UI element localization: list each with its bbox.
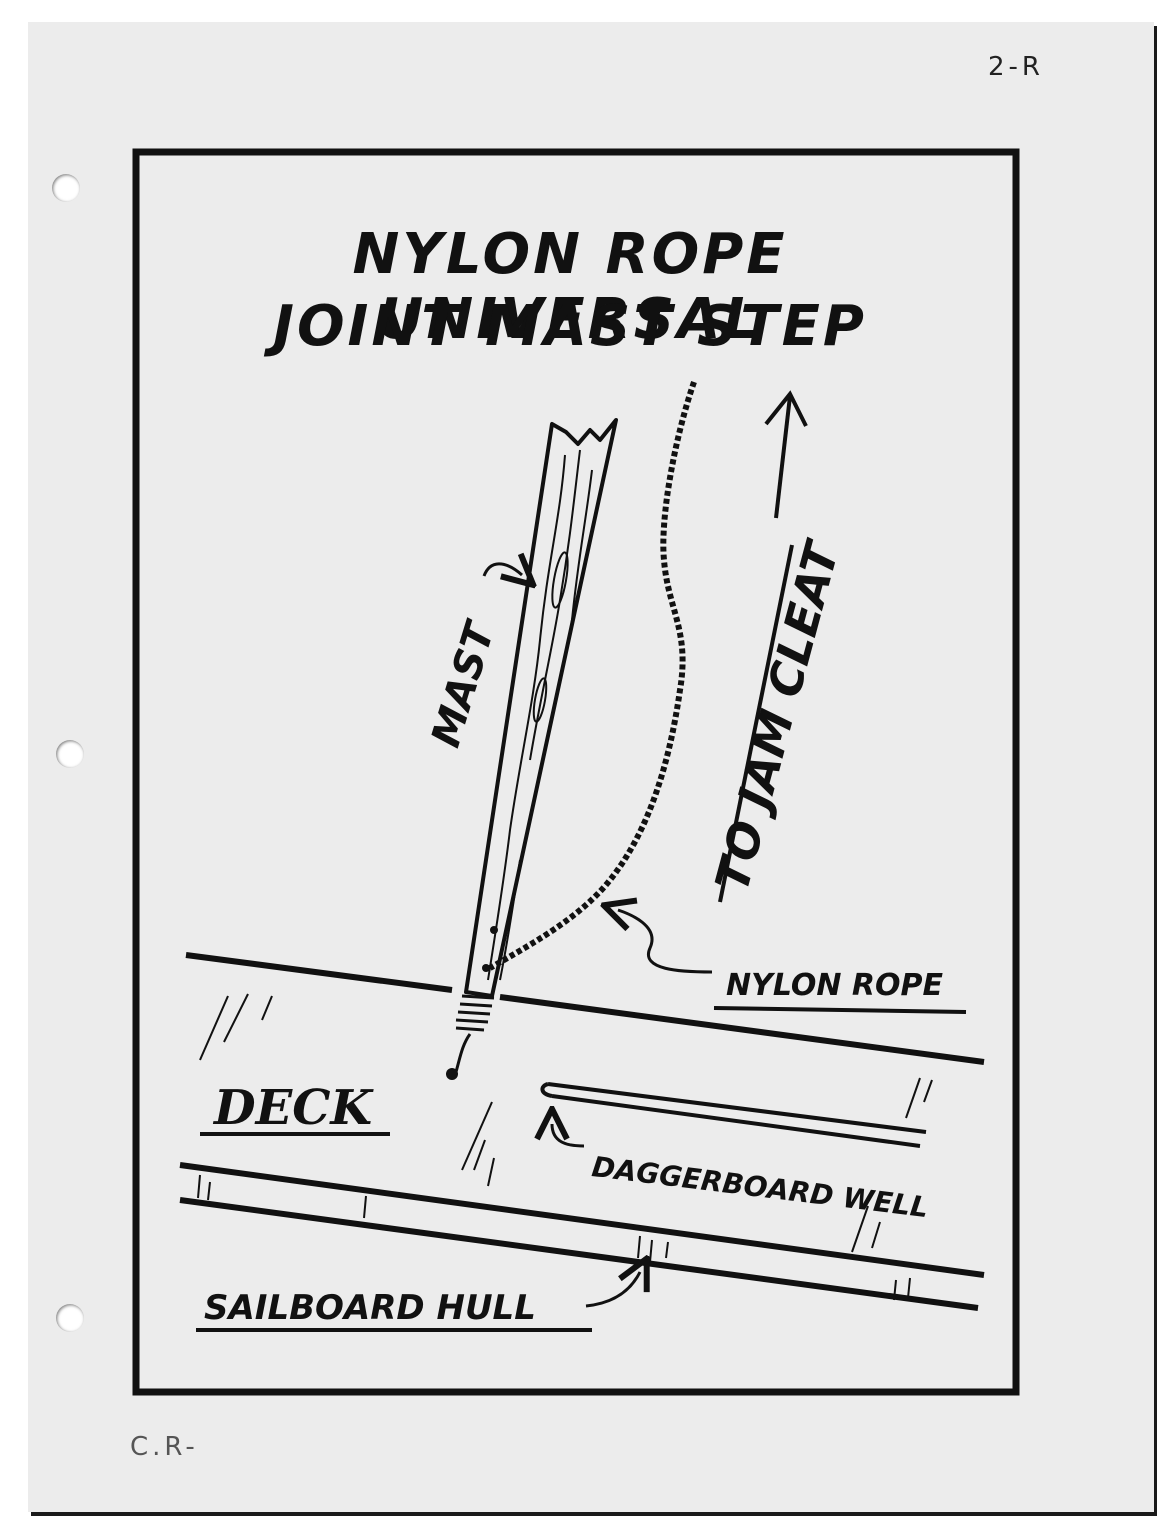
punch-hole-top — [52, 174, 80, 202]
hull-lines — [179, 1162, 985, 1311]
nylon-rope-label: NYLON ROPE — [726, 968, 944, 1003]
figure-title-line-1: NYLON ROPE UNIVERSAL — [352, 222, 788, 352]
sailboard-hull-label: SAILBOARD HULL — [204, 1288, 536, 1328]
daggerboard-leader — [552, 1124, 585, 1148]
punch-hole-middle — [56, 740, 84, 768]
figure-title-line-2: JOINT MAST STEP — [273, 294, 867, 359]
daggerboard-well — [540, 1082, 927, 1148]
nylon-rope-underline — [713, 1006, 967, 1014]
up-arrow — [764, 390, 808, 519]
deck-line — [185, 952, 985, 1065]
diagram-frame — [132, 148, 1020, 1396]
hatch-marks — [197, 993, 933, 1301]
to-jam-cleat-underline — [718, 544, 794, 903]
hull-leader — [585, 1272, 640, 1308]
punch-hole-bottom — [56, 1304, 84, 1332]
deck-label: DECK — [214, 1080, 373, 1136]
nylon-rope — [488, 381, 697, 971]
corner-note: 2-R — [988, 52, 1044, 82]
nylon-rope-leader — [618, 910, 713, 974]
mast-leader — [482, 564, 522, 576]
bottom-note: C.R- — [130, 1432, 199, 1462]
paper-sheet — [28, 22, 1154, 1512]
mast — [446, 418, 618, 1080]
